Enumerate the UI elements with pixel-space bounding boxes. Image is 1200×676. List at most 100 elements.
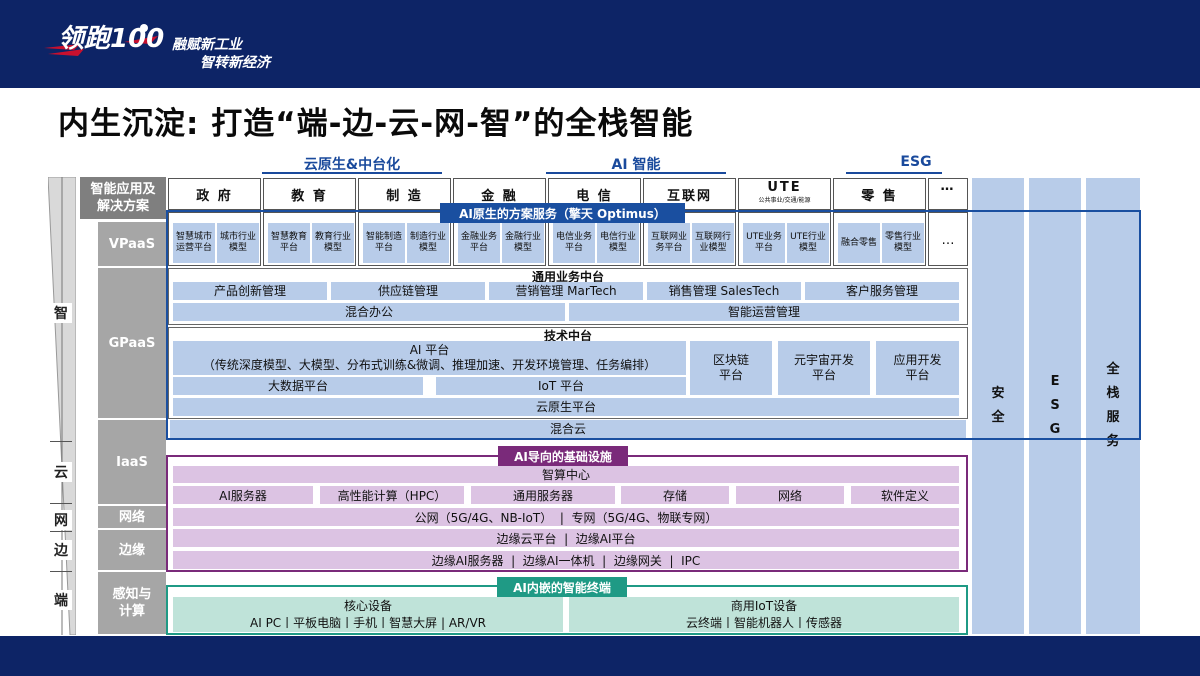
biz-supply-chain: 供应链管理 xyxy=(331,282,485,300)
category-ai-underline xyxy=(546,172,726,174)
vpaas-box: 金融行业模型 xyxy=(502,223,544,263)
vpaas-cell-retail: 融合零售 零售行业模型 xyxy=(833,212,926,266)
iot-platform: IoT 平台 xyxy=(436,377,686,395)
layer-label-network: 网络 xyxy=(98,506,166,528)
category-ai: AI 智能 xyxy=(611,157,661,173)
column-fullstack: 全栈服务 xyxy=(1086,178,1140,634)
infra-general-server: 通用服务器 xyxy=(471,486,615,504)
vpaas-cell-manufacturing: 智能制造平台 制造行业模型 xyxy=(358,212,451,266)
vpaas-box: 互联网行业模型 xyxy=(692,223,734,263)
edge-devices-row: 边缘AI服务器 | 边缘AI一体机 | 边缘网关 | IPC xyxy=(173,551,959,569)
blockchain-platform: 区块链平台 xyxy=(690,341,772,395)
metaverse-platform: 元宇宙开发平台 xyxy=(778,341,870,395)
category-cloud-native-underline xyxy=(262,172,442,174)
ai-platform: AI 平台 （传统深度模型、大模型、分布式训练&微调、推理加速、开发环境管理、任… xyxy=(173,341,686,375)
header-bar: 领跑100 融赋新工业 智转新经济 xyxy=(0,0,1200,88)
vpaas-box: UTE业务平台 xyxy=(743,223,785,263)
infra-network: 网络 xyxy=(736,486,844,504)
ai-platform-detail: （传统深度模型、大模型、分布式训练&微调、推理加速、开发环境管理、任务编排） xyxy=(202,358,657,372)
page-title: 内生沉淀: 打造“端-边-云-网-智”的全栈智能 xyxy=(58,106,694,142)
category-esg: ESG xyxy=(900,154,932,170)
core-devices-items: AI PC丨平板电脑丨手机丨智慧大屏 | AR/VR xyxy=(250,615,486,630)
vpaas-box: 教育行业模型 xyxy=(312,223,354,263)
vpaas-box: 互联网业务平台 xyxy=(648,223,690,263)
core-devices-title: 核心设备 xyxy=(343,598,392,613)
side-word-network: 网 xyxy=(50,510,72,530)
side-divider-2 xyxy=(50,503,72,504)
industry-more: … xyxy=(928,178,968,210)
biz-smart-operations: 智能运营管理 xyxy=(569,303,959,321)
side-word-cloud: 云 xyxy=(50,462,72,482)
hybrid-cloud: 混合云 xyxy=(170,420,966,438)
core-devices: 核心设备 AI PC丨平板电脑丨手机丨智慧大屏 | AR/VR xyxy=(173,597,563,632)
side-divider-4 xyxy=(50,571,72,572)
app-dev-platform: 应用开发平台 xyxy=(876,341,959,395)
layer-label-iaas: IaaS xyxy=(98,420,166,504)
vpaas-box: 电信业务平台 xyxy=(553,223,595,263)
industry-retail: 零 售 xyxy=(833,178,926,210)
ai-platform-title: AI 平台 xyxy=(409,343,450,357)
vpaas-cell-government: 智慧城市运营平台 城市行业模型 xyxy=(168,212,261,266)
tech-platform-title: 技术中台 xyxy=(543,329,592,343)
ai-infra-badge: AI导向的基础设施 xyxy=(498,446,628,466)
footer-bar xyxy=(0,636,1200,676)
layer-label-edge: 边缘 xyxy=(98,530,166,570)
vpaas-box: 金融业务平台 xyxy=(458,223,500,263)
vpaas-box: 智能制造平台 xyxy=(363,223,405,263)
layer-label-apps: 智能应用及解决方案 xyxy=(80,177,166,219)
vpaas-box: UTE行业模型 xyxy=(787,223,829,263)
side-word-edge: 边 xyxy=(50,540,72,560)
ai-terminal-badge: AI内嵌的智能终端 xyxy=(497,577,627,597)
industry-ute-sub: 公共事业/交通/能源 xyxy=(758,197,811,204)
edge-cloud-row: 边缘云平台 | 边缘AI平台 xyxy=(173,529,959,547)
vpaas-cell-more: … xyxy=(928,212,968,266)
vpaas-cell-education: 智慧教育平台 教育行业模型 xyxy=(263,212,356,266)
vpaas-cell-internet: 互联网业务平台 互联网行业模型 xyxy=(643,212,736,266)
vpaas-cell-ute: UTE业务平台 UTE行业模型 xyxy=(738,212,831,266)
brand-logo xyxy=(40,14,165,76)
biz-product-innovation: 产品创新管理 xyxy=(173,282,327,300)
category-cloud-native: 云原生&中台化 xyxy=(303,157,401,173)
industry-ute: UTE 公共事业/交通/能源 xyxy=(738,178,831,210)
cloud-native-platform: 云原生平台 xyxy=(173,398,959,416)
vpaas-box: 电信行业模型 xyxy=(597,223,639,263)
vpaas-box: 智慧教育平台 xyxy=(268,223,310,263)
industry-education: 教 育 xyxy=(263,178,356,210)
category-esg-underline xyxy=(846,172,942,174)
biz-marketing: 营销管理 MarTech xyxy=(489,282,643,300)
industry-manufacturing: 制 造 xyxy=(358,178,451,210)
layer-label-vpaas: VPaaS xyxy=(98,222,166,266)
vpaas-box: 制造行业模型 xyxy=(407,223,449,263)
vpaas-more: … xyxy=(941,233,955,248)
vpaas-box: 融合零售 xyxy=(838,223,880,263)
side-word-terminal: 端 xyxy=(50,590,72,610)
pyramid-bar xyxy=(47,176,77,636)
industry-ute-label: UTE xyxy=(767,180,802,195)
side-divider-1 xyxy=(50,441,72,442)
vpaas-box: 城市行业模型 xyxy=(217,223,259,263)
layer-label-gpaas: GPaaS xyxy=(98,268,166,418)
biz-hybrid-office: 混合办公 xyxy=(173,303,565,321)
compute-center: 智算中心 xyxy=(173,466,959,483)
column-esg: ESG xyxy=(1029,178,1081,634)
iot-devices-title: 商用IoT设备 xyxy=(730,598,798,613)
side-word-intelligence: 智 xyxy=(50,303,72,323)
runner-logo-icon xyxy=(44,24,158,56)
industry-government: 政 府 xyxy=(168,178,261,210)
iot-devices-items: 云终端丨智能机器人丨传感器 xyxy=(685,615,842,630)
side-divider-3 xyxy=(50,531,72,532)
logo-text: 领跑100 xyxy=(58,24,165,54)
iot-devices: 商用IoT设备 云终端丨智能机器人丨传感器 xyxy=(569,597,959,632)
big-data-platform: 大数据平台 xyxy=(173,377,423,395)
biz-customer-service: 客户服务管理 xyxy=(805,282,959,300)
ai-native-outline xyxy=(166,210,1141,440)
infra-storage: 存储 xyxy=(621,486,729,504)
slogan-line-2: 智转新经济 xyxy=(200,55,270,71)
business-platform-title: 通用业务中台 xyxy=(531,270,604,284)
infra-ai-server: AI服务器 xyxy=(173,486,313,504)
layer-label-sensing: 感知与计算 xyxy=(98,572,166,634)
vpaas-box: 智慧城市运营平台 xyxy=(173,223,215,263)
network-row: 公网（5G/4G、NB-IoT） | 专网（5G/4G、物联专网） xyxy=(173,508,959,526)
slogan-line-1: 融赋新工业 xyxy=(172,37,242,53)
column-security: 安全 xyxy=(972,178,1024,634)
